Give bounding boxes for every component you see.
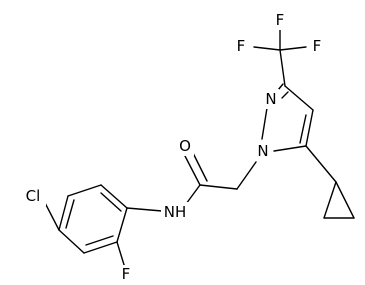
bond-benzene-c2-c3 xyxy=(83,241,118,254)
bond-benzene-c1-c2 xyxy=(116,207,128,243)
bond-pyrazole-c5-n1 xyxy=(273,145,307,152)
bond-benzene-c4-c5-inner xyxy=(65,199,75,229)
bond-benzene-c4-c5 xyxy=(58,195,69,231)
bond-benzene-c3-c4 xyxy=(58,229,85,254)
bond-carbonyl-o-a xyxy=(184,155,201,186)
bond-carbonyl-ch2 xyxy=(199,184,238,190)
bond-cyclopropyl-c-a xyxy=(335,181,355,219)
pyrazole-n2-label: N xyxy=(265,90,276,108)
bond-benzene-c5-c6 xyxy=(67,184,102,197)
bond-pyrazole-c3-c4 xyxy=(284,85,314,111)
cf3-fluorine-top-label: F xyxy=(276,11,285,29)
atom-labels: Cl F NH O N N F F F xyxy=(20,11,325,283)
bond-cf3-f-right xyxy=(279,46,307,51)
bonds xyxy=(42,25,355,269)
bond-benzene-c6-c1 xyxy=(100,184,128,209)
bond-ch2-n1 xyxy=(236,161,257,190)
pyrazole-n1-label: N xyxy=(257,142,268,160)
carbonyl-oxygen-label: O xyxy=(179,137,191,155)
bond-benzene-c6-c1-inner xyxy=(100,192,122,212)
fluorine-ring-label: F xyxy=(122,265,131,283)
bond-cyclopropyl-a-b xyxy=(323,181,337,219)
bond-cf3-f-left xyxy=(253,46,281,51)
amide-nh-label: NH xyxy=(164,203,187,221)
cf3-fluorine-right-label: F xyxy=(313,37,322,55)
bond-c5-cyclopropyl xyxy=(305,145,337,183)
bond-n-carbonyl xyxy=(185,184,201,205)
cf3-fluorine-left-label: F xyxy=(237,37,246,55)
bond-pyrazole-c4-c5-b xyxy=(299,114,307,144)
bond-c1-n xyxy=(126,207,163,212)
chlorine-label: Cl xyxy=(26,187,41,205)
bond-pyrazole-c4-c5-a xyxy=(305,109,314,147)
bond-carbonyl-o-b xyxy=(192,152,208,182)
bond-c3-cf3 xyxy=(279,49,286,87)
bond-pyrazole-n2-c3-b xyxy=(281,91,289,99)
bond-pyrazole-n1-n2 xyxy=(261,107,268,140)
bond-c2-f xyxy=(116,241,126,269)
bond-benzene-c2-c3-inner xyxy=(85,235,114,246)
